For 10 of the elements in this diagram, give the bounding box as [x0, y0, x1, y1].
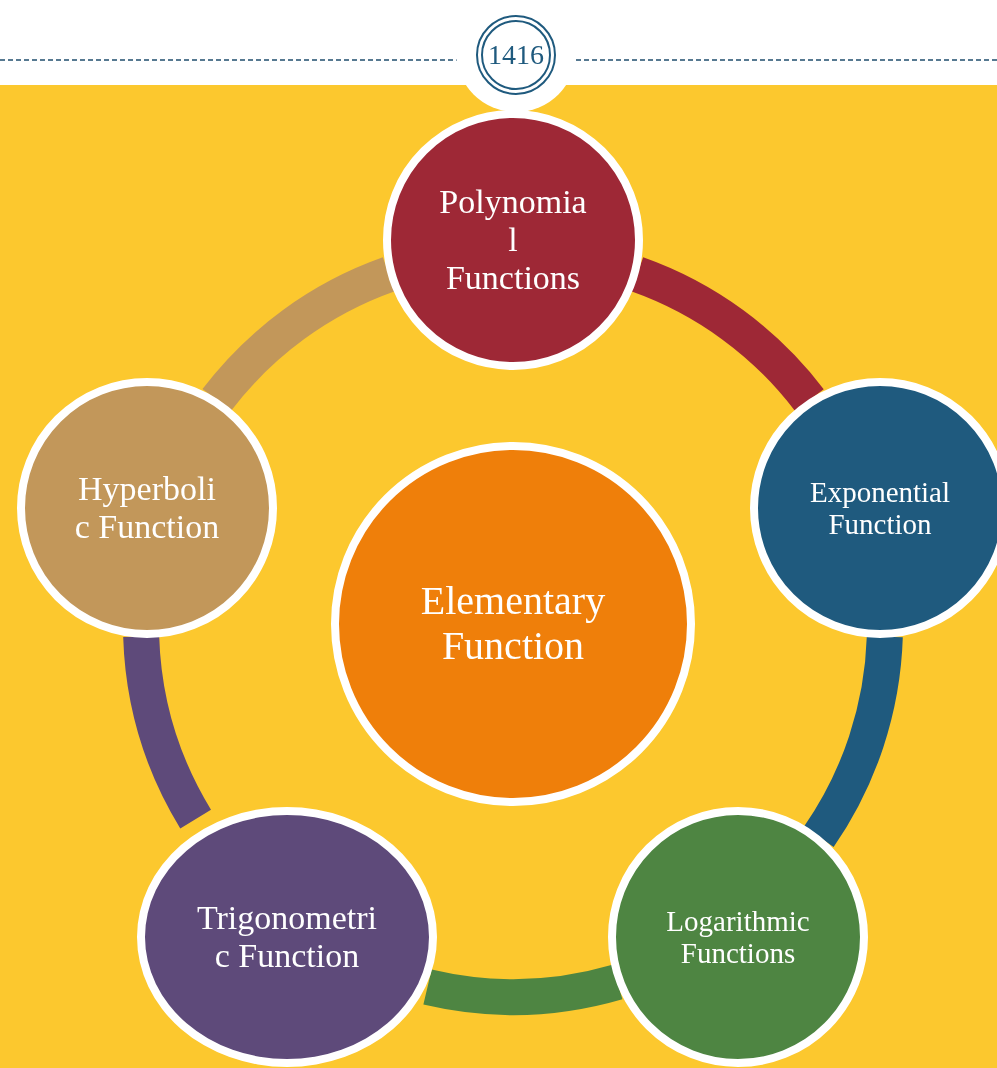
node-label: Exponential Function	[808, 475, 952, 541]
ring-arc-connector	[424, 964, 622, 1015]
node-label: Logarithmic Functions	[665, 904, 811, 970]
node-label: Polynomial Functions	[438, 182, 588, 298]
ring-arc-connector	[123, 634, 212, 828]
node-label: Hyperbolic Function	[74, 469, 220, 547]
page-number: 1416	[487, 39, 545, 71]
node-label: Elementary Function	[419, 579, 607, 669]
ring-arc-connector	[803, 635, 903, 847]
node-label: Trigonometric Function	[195, 898, 379, 976]
